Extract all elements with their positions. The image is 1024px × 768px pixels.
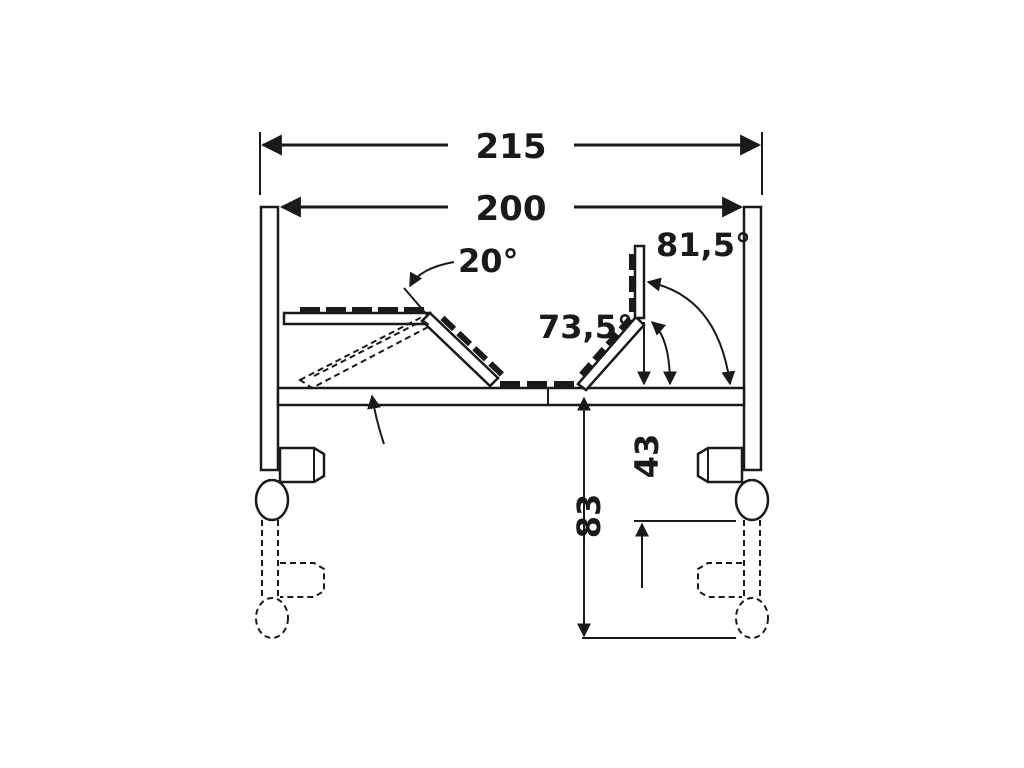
angle-foot-section: 20° (367, 242, 519, 445)
lowered-position-right (697, 520, 769, 639)
max-height-label: 83 (570, 494, 608, 539)
angle-arrow (646, 277, 736, 386)
bed-frame-rail (276, 386, 746, 407)
foot-slats (300, 307, 424, 313)
angle-arrow (409, 261, 455, 288)
foot-alternate-position (298, 316, 432, 390)
back-slats (579, 316, 633, 377)
angle-back-lower: 73,5° (538, 308, 677, 386)
thigh-incline (420, 311, 500, 388)
wheel-right (734, 478, 770, 522)
seat-section (500, 381, 574, 387)
angle-arrow (650, 321, 677, 386)
angle-back-upper: 81,5° (646, 226, 751, 386)
dimension-min-height: 43 (628, 434, 736, 588)
min-height-label: 43 (628, 434, 666, 479)
actuator-right (696, 446, 744, 484)
wheel-left (254, 478, 290, 522)
thigh-slats (440, 315, 504, 377)
actuator-left-lowered (280, 562, 325, 598)
actuator-right-lowered (697, 562, 742, 598)
caster-left (254, 446, 326, 522)
headboard-post-right (742, 205, 763, 472)
foot-platform (282, 311, 432, 326)
lowered-position-left (255, 520, 325, 639)
back-upper-angle-label: 81,5° (656, 226, 751, 264)
headboard-post-left (259, 205, 280, 472)
back-lower-angle-label: 73,5° (538, 308, 633, 346)
wheel-left-lowered (255, 597, 289, 639)
angle-arrow-lower (367, 394, 385, 445)
back-section (576, 244, 646, 392)
wheel-right-lowered (735, 597, 769, 639)
dimension-overall-length: 215 (259, 127, 763, 195)
actuator-left (278, 446, 326, 484)
head-slats (629, 254, 635, 312)
dimension-mattress-length: 200 (279, 189, 744, 229)
foot-angle-label: 20° (458, 242, 519, 280)
caster-right (696, 446, 770, 522)
overall-length-label: 215 (476, 127, 547, 167)
foot-section (282, 307, 504, 390)
dimension-max-height: 83 (570, 396, 736, 639)
head-section (633, 244, 646, 320)
mattress-length-label: 200 (476, 189, 547, 229)
